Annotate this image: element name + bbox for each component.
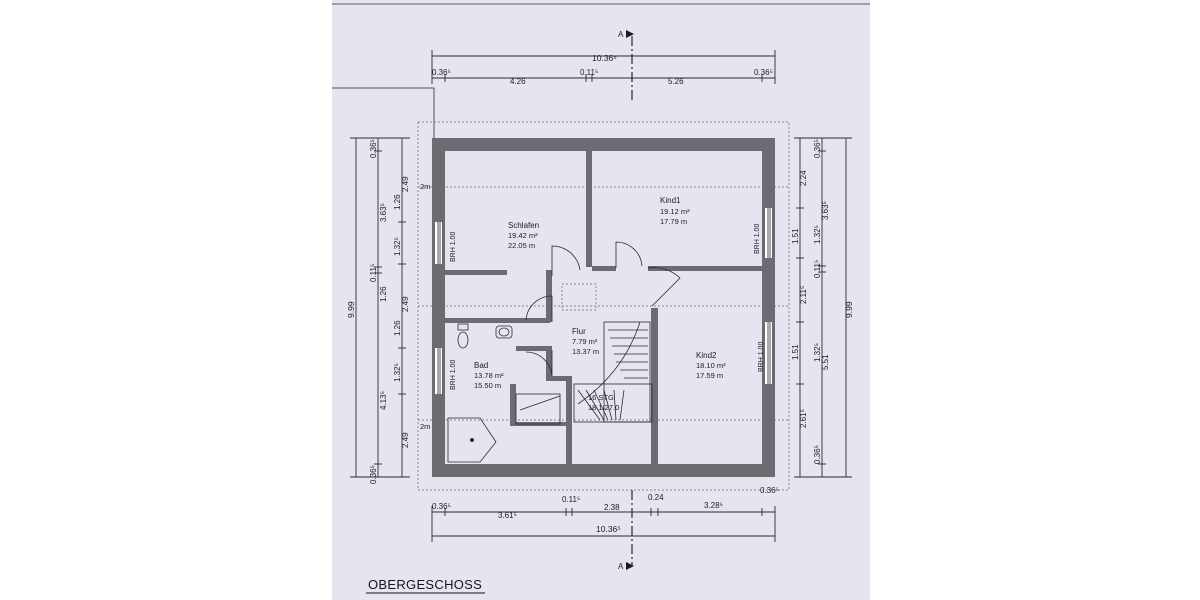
interior-walls (445, 151, 762, 464)
dim-left-inner: 1.32⁵ (393, 363, 402, 382)
room-kind1: Kind1 19.12 m² 17.79 m (660, 196, 690, 226)
dim-top-chain: 0.11⁵ (580, 68, 598, 77)
dim-left-outer: 3.63⁵ (379, 203, 388, 222)
staircase (515, 321, 653, 425)
stair-opening (561, 283, 597, 311)
window-note: BRH 1.00 (450, 360, 457, 390)
dim-bottom-chain: 2.38 (604, 503, 620, 512)
dim-top-chain: 0.36⁵ (754, 68, 773, 77)
room-perimeter: 13.37 m (572, 347, 599, 356)
window-note: BRH 1.00 (450, 232, 457, 262)
bottom-dimension-lines (431, 506, 776, 542)
room-area: 13.78 m² (474, 371, 504, 380)
room-perimeter: 22.05 m (508, 241, 535, 250)
dim-top-total: 10.36⁵ (592, 53, 617, 63)
dim-left-inner: 1.32⁵ (393, 237, 402, 256)
window-note: BRH 1.00 (754, 224, 761, 254)
dim-left-height: 2.49 (401, 176, 410, 192)
dim-right-inner: 2.61⁵ (799, 409, 808, 428)
dim-right-outer: 0.36⁵ (813, 139, 822, 158)
dim-right-outer: 0.36⁵ (813, 445, 822, 464)
room-perimeter: 17.59 m (696, 371, 723, 380)
dim-right-mid: 0.11⁵ (813, 260, 822, 278)
dim-right-inner: 2.24 (799, 170, 808, 186)
dim-bottom-chain: 0.36⁵ (432, 502, 451, 511)
room-kind2: Kind2 18.10 m² 17.59 m (696, 351, 726, 380)
dim-left-inner: 1.26 (393, 194, 402, 210)
room-perimeter: 15.50 m (474, 381, 501, 390)
room-perimeter: 17.79 m (660, 217, 687, 226)
dim-right-inner: 1.32⁵ (813, 225, 822, 244)
dim-left-height: 2.49 (401, 432, 410, 448)
dim-left-outer: 0.11⁵ (369, 264, 378, 282)
height-mark: 2m (420, 422, 430, 431)
room-area: 19.12 m² (660, 207, 690, 216)
room-bad: Bad 13.78 m² 15.50 m (474, 361, 504, 390)
windows (435, 208, 772, 394)
section-marker-bottom: A (618, 562, 624, 571)
dim-right-outer: 3.63⁵ (821, 201, 830, 220)
room-flur: Flur 7.79 m² 13.37 m (572, 327, 599, 356)
dim-left-outer: 4.13⁵ (379, 391, 388, 410)
dim-bottom-chain: 0.24 (648, 493, 664, 502)
room-area: 7.79 m² (572, 337, 598, 346)
dim-right-total: 9.99 (844, 301, 854, 318)
room-area: 18.10 m² (696, 361, 726, 370)
dim-bottom-chain: 0.11⁵ (562, 495, 580, 504)
dim-left-inner: 1.26 (379, 286, 388, 302)
dim-bottom-chain: 3.61⁵ (498, 511, 517, 520)
top-dimension-lines (431, 50, 776, 84)
height-mark: 2m (420, 182, 430, 191)
dim-right-inner: 1.51 (791, 228, 800, 244)
dim-right-inner: 1.51 (791, 344, 800, 360)
left-dimension-lines (350, 137, 410, 478)
dim-left-outer: 0.36⁵ (369, 465, 378, 484)
room-name: Bad (474, 361, 488, 370)
outer-walls (432, 138, 775, 477)
room-schlafen: Schlafen 19.42 m² 22.05 m (508, 221, 539, 250)
room-name: Kind1 (660, 196, 681, 205)
dim-right-inner: 2.11⁵ (799, 286, 808, 304)
dim-left-outer: 0.36⁵ (369, 139, 378, 158)
dim-bottom-chain: 3.28⁵ (704, 501, 723, 510)
sheet-edge-lines (332, 3, 870, 138)
stairs-steps: 16 STG (588, 393, 614, 402)
right-dimension-lines (794, 137, 852, 478)
dim-left-height: 2.49 (401, 296, 410, 312)
dim-top-chain: 4.26 (510, 77, 526, 86)
section-marker-top: A (618, 30, 624, 39)
dim-bottom-chain: 0.36⁵ (760, 486, 779, 495)
dim-top-chain: 0.36⁵ (432, 68, 451, 77)
paper-sheet (332, 0, 870, 600)
dim-right-inner: 1.32⁵ (813, 343, 822, 362)
dim-left-total: 9.99 (346, 301, 356, 318)
room-name: Kind2 (696, 351, 717, 360)
dim-left-inner: 1.26 (393, 320, 402, 336)
dim-top-chain: 5.26 (668, 77, 684, 86)
room-name: Schlafen (508, 221, 539, 230)
stairs-ratio: 18.1/27.0 (588, 403, 619, 412)
door-swings (525, 241, 681, 377)
dim-bottom-total: 10.36⁵ (596, 524, 621, 534)
section-line (626, 30, 634, 570)
dim-right-outer: 5.51 (821, 354, 830, 370)
bathroom-fixtures (447, 323, 513, 463)
room-area: 19.42 m² (508, 231, 538, 240)
window-note: BRH 1.00 (758, 342, 765, 372)
drawing-title: OBERGESCHOSS (368, 577, 482, 592)
room-name: Flur (572, 327, 586, 336)
